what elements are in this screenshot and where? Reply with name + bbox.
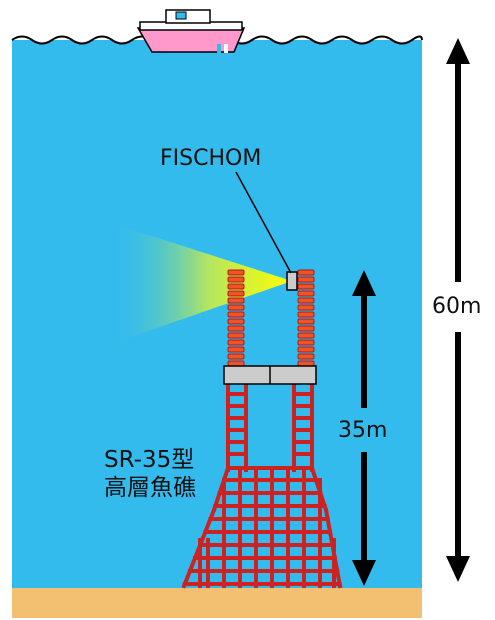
light-beam bbox=[108, 222, 292, 345]
reef-model-label: SR-35型 bbox=[104, 447, 195, 473]
reef-block bbox=[227, 283, 245, 290]
water-depth-arrow bbox=[446, 38, 470, 582]
reef-upper-columns bbox=[227, 269, 315, 367]
reef-block bbox=[227, 325, 245, 332]
reef-height-label: 35m bbox=[338, 418, 388, 443]
reef-block bbox=[227, 339, 245, 346]
reef-height-arrow bbox=[352, 270, 376, 586]
boat-cabin bbox=[165, 9, 211, 24]
reef-lower-lattice bbox=[181, 382, 343, 589]
reef-block bbox=[227, 353, 245, 360]
reef-block bbox=[297, 346, 315, 353]
reef-type-label: 高層魚礁 bbox=[104, 475, 196, 501]
reef-block bbox=[297, 297, 315, 304]
reef-block bbox=[297, 353, 315, 360]
boat bbox=[136, 9, 246, 53]
boat-hull bbox=[136, 27, 246, 53]
seabed bbox=[12, 588, 422, 618]
reef-block bbox=[297, 269, 315, 276]
fischom-device bbox=[286, 271, 298, 291]
boat-window bbox=[175, 11, 187, 20]
reef-block bbox=[297, 276, 315, 283]
reef-block bbox=[297, 325, 315, 332]
reef-block bbox=[297, 304, 315, 311]
reef-block bbox=[297, 283, 315, 290]
reef-platform bbox=[223, 365, 317, 385]
reef-caption: SR-35型 高層魚礁 bbox=[104, 446, 196, 502]
boat-transducer bbox=[224, 44, 228, 53]
reef-block bbox=[227, 332, 245, 339]
reef-block bbox=[297, 311, 315, 318]
lattice-bar bbox=[211, 465, 231, 513]
water-depth-label: 60m bbox=[432, 294, 482, 319]
reef-block bbox=[227, 297, 245, 304]
reef-block bbox=[297, 332, 315, 339]
reef-block bbox=[227, 318, 245, 325]
reef-block bbox=[227, 269, 245, 276]
fischom-label: FISCHOM bbox=[160, 146, 262, 171]
reef-block bbox=[227, 346, 245, 353]
reef-block bbox=[297, 318, 315, 325]
reef-block bbox=[297, 290, 315, 297]
reef-block bbox=[297, 339, 315, 346]
reef-block bbox=[227, 290, 245, 297]
reef-block bbox=[227, 276, 245, 283]
reef-block bbox=[227, 311, 245, 318]
reef-block bbox=[227, 304, 245, 311]
fischom-leader-line bbox=[235, 171, 292, 274]
boat-transducer bbox=[217, 44, 221, 53]
